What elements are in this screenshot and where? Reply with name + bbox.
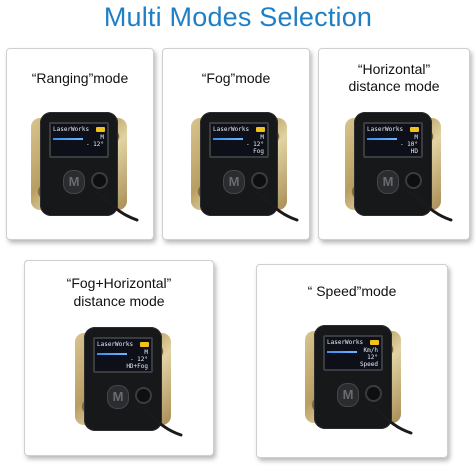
screen-line-2: - 12° xyxy=(129,356,148,363)
screen-line-3: HD xyxy=(410,148,418,155)
round-knob-icon xyxy=(407,174,420,187)
screen-line-1: M xyxy=(414,134,418,141)
screen-line-1: M xyxy=(100,134,104,141)
round-knob-icon xyxy=(137,389,150,402)
rangefinder-device: LaserWorks M - 10° HD M xyxy=(345,112,453,222)
device-screen: LaserWorks Km/h 12° Speed xyxy=(323,335,383,371)
round-knob-icon xyxy=(93,174,106,187)
screen-line-3: Speed xyxy=(359,361,378,368)
device-body: LaserWorks Km/h 12° Speed M xyxy=(314,325,392,429)
round-knob-icon xyxy=(253,174,266,187)
screen-brand: LaserWorks xyxy=(53,126,90,133)
screen-line-3: HD+Fog xyxy=(126,363,148,370)
mode-card-fog: “Fog”mode LaserWorks M - 12° Fog M xyxy=(162,48,310,240)
lanyard-icon xyxy=(137,405,183,437)
lanyard-icon xyxy=(93,190,139,222)
mode-label-line-1: “Fog+Horizontal” xyxy=(66,275,172,291)
screen-brand: LaserWorks xyxy=(97,341,134,348)
rangefinder-device: LaserWorks M - 12° HD+Fog M xyxy=(75,327,183,437)
round-knob-icon xyxy=(367,387,380,400)
m-letter-icon: M xyxy=(107,385,129,409)
m-letter-icon: M xyxy=(63,170,85,194)
battery-icon xyxy=(140,342,149,347)
mode-label-line-2: distance mode xyxy=(73,293,165,309)
device-body: LaserWorks M - 12° M xyxy=(40,112,118,216)
distance-bar xyxy=(213,138,243,140)
mode-label-line-2: distance mode xyxy=(348,78,440,94)
m-letter-icon: M xyxy=(337,383,359,407)
distance-bar xyxy=(327,351,357,353)
rangefinder-device: LaserWorks Km/h 12° Speed M xyxy=(305,325,413,435)
battery-icon xyxy=(256,127,265,132)
m-letter-icon: M xyxy=(223,170,245,194)
distance-bar xyxy=(367,138,397,140)
page-title: Multi Modes Selection xyxy=(103,2,373,32)
lanyard-icon xyxy=(407,190,453,222)
battery-icon xyxy=(410,127,419,132)
screen-line-3: Fog xyxy=(253,148,264,155)
screen-brand: LaserWorks xyxy=(213,126,250,133)
battery-icon xyxy=(370,340,379,345)
screen-line-1: M xyxy=(260,134,264,141)
distance-bar xyxy=(97,353,127,355)
device-screen: LaserWorks M - 10° HD xyxy=(363,122,423,158)
mode-label: “Fog”mode xyxy=(201,70,271,86)
m-letter-icon: M xyxy=(377,170,399,194)
mode-card-fog-horizontal: “Fog+Horizontal” distance mode LaserWork… xyxy=(24,260,214,456)
battery-icon xyxy=(96,127,105,132)
rangefinder-device: LaserWorks M - 12° M xyxy=(31,112,139,222)
device-screen: LaserWorks M - 12° xyxy=(49,122,109,158)
screen-line-2: - 12° xyxy=(85,141,104,148)
screen-line-1: Km/h xyxy=(363,347,378,354)
rangefinder-device: LaserWorks M - 12° Fog M xyxy=(191,112,299,222)
screen-brand: LaserWorks xyxy=(327,339,364,346)
mode-label: “Ranging”mode xyxy=(31,70,129,86)
mode-card-ranging: “Ranging”mode LaserWorks M - 12° M xyxy=(6,48,154,240)
screen-brand: LaserWorks xyxy=(367,126,404,133)
screen-line-2: - 12° xyxy=(245,141,264,148)
screen-line-2: 12° xyxy=(367,354,378,361)
screen-line-2: - 10° xyxy=(399,141,418,148)
mode-card-horizontal: “Horizontal” distance mode LaserWorks M … xyxy=(318,48,470,240)
lanyard-icon xyxy=(253,190,299,222)
distance-bar xyxy=(53,138,83,140)
lanyard-icon xyxy=(367,403,413,435)
mode-label-line-1: “Horizontal” xyxy=(357,61,431,77)
mode-card-speed: “ Speed”mode LaserWorks Km/h 12° Speed M xyxy=(256,264,448,458)
device-screen: LaserWorks M - 12° Fog xyxy=(209,122,269,158)
screen-line-1: M xyxy=(144,349,148,356)
mode-label: “ Speed”mode xyxy=(307,283,397,299)
device-screen: LaserWorks M - 12° HD+Fog xyxy=(93,337,153,373)
